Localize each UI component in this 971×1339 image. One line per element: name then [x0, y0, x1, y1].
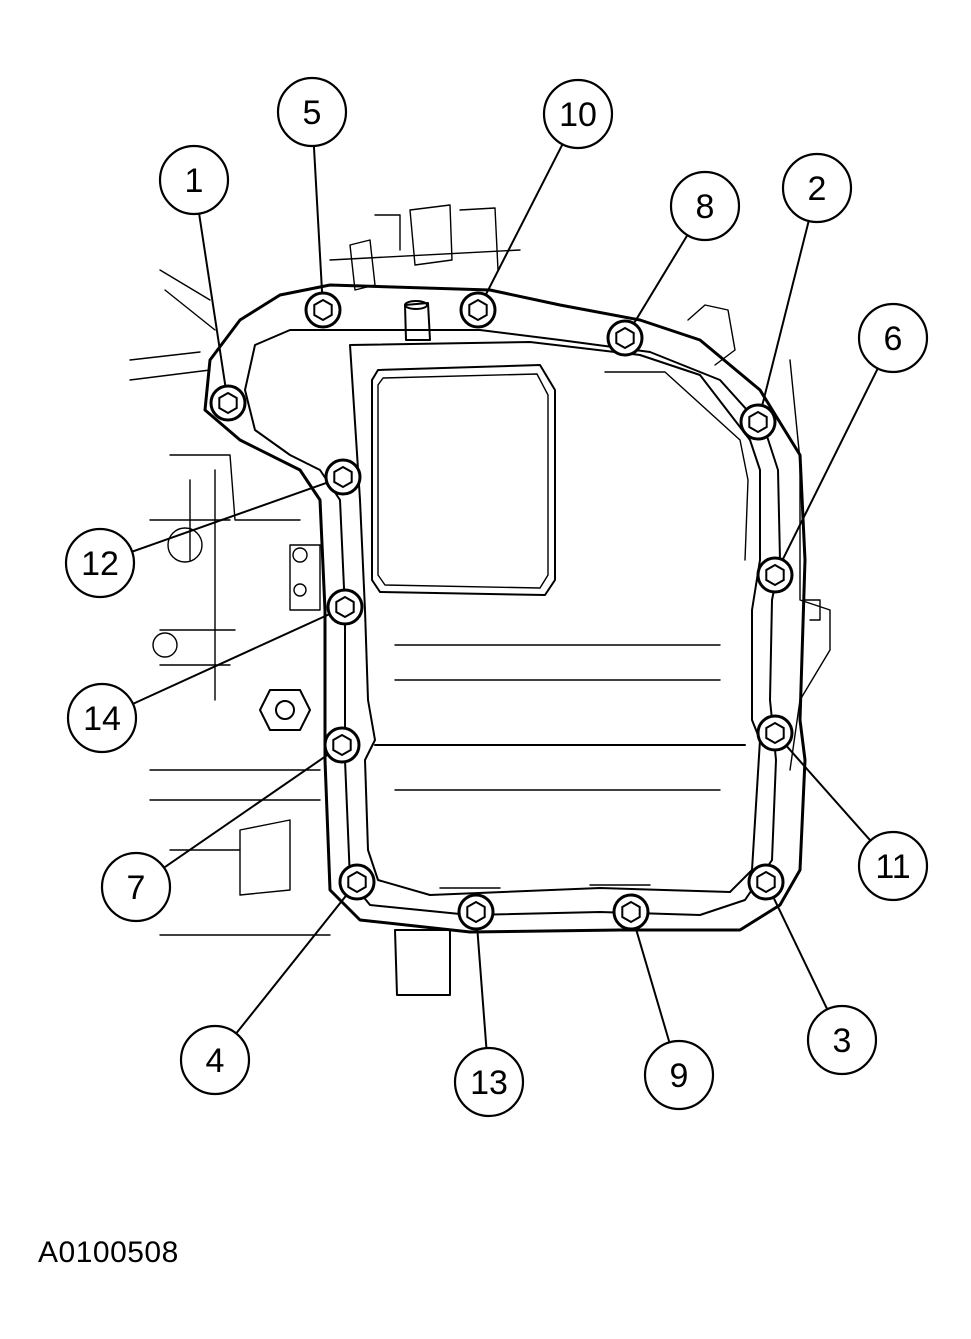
leader-line [772, 896, 829, 1010]
callout-circle [64, 527, 136, 599]
leader-line [132, 613, 330, 705]
callout-circle [158, 144, 230, 216]
bolt-head [324, 458, 362, 496]
callout-circle [669, 170, 741, 242]
callout-2: 2 [781, 152, 853, 224]
callout-number: 5 [303, 94, 322, 132]
oil-pan-flange [203, 283, 807, 934]
callout-7: 7 [100, 851, 172, 923]
leader-line [634, 928, 671, 1043]
leader-line [131, 481, 328, 553]
bolt-head [457, 893, 495, 931]
bolt-head [338, 863, 376, 901]
bolt-head [739, 403, 777, 441]
callout-circle [857, 830, 929, 902]
leader-line [761, 220, 810, 406]
bolt-head [606, 319, 644, 357]
leader-line [198, 213, 227, 387]
callout-circle [643, 1039, 715, 1111]
oil-pan-body [349, 341, 761, 896]
callout-number: 12 [81, 545, 119, 583]
callout-circle [806, 1004, 878, 1076]
leader-line [235, 894, 348, 1035]
callout-circle [857, 302, 929, 374]
callout-circle [100, 851, 172, 923]
leader-line [785, 745, 872, 842]
callout-13: 13 [453, 1046, 525, 1118]
callout-circle [542, 78, 614, 150]
callout-number: 7 [127, 869, 146, 907]
callout-circle [276, 76, 348, 148]
callout-3: 3 [806, 1004, 878, 1076]
callout-circle [453, 1046, 525, 1118]
bolt-head [326, 588, 364, 626]
callout-6: 6 [857, 302, 929, 374]
callout-8: 8 [669, 170, 741, 242]
bolt-head [209, 384, 247, 422]
callout-number: 11 [875, 848, 910, 886]
leader-line [312, 145, 324, 294]
leader-line [781, 367, 879, 561]
callout-circle [66, 682, 138, 754]
leader-line [163, 753, 329, 869]
callout-14: 14 [66, 682, 138, 754]
callout-11: 11 [857, 830, 929, 902]
callout-4: 4 [179, 1024, 251, 1096]
bolt-head [612, 893, 650, 931]
callout-number: 8 [696, 188, 715, 226]
leader-line [632, 234, 689, 325]
callout-number: 4 [206, 1042, 225, 1080]
bolt-head [747, 863, 785, 901]
callout-1: 1 [158, 144, 230, 216]
callout-leader-lines [131, 143, 879, 1049]
callout-number: 6 [884, 320, 903, 358]
callout-number: 1 [185, 162, 204, 200]
background-housing-linework [129, 204, 831, 996]
callout-10: 10 [542, 78, 614, 150]
bolt-head [304, 291, 342, 329]
callout-circle [179, 1024, 251, 1096]
callout-number: 9 [670, 1057, 689, 1095]
leader-line [484, 143, 564, 296]
callout-5: 5 [276, 76, 348, 148]
callout-9: 9 [643, 1039, 715, 1111]
callout-number: 10 [559, 96, 597, 134]
bolt-head [459, 291, 497, 329]
callout-12: 12 [64, 527, 136, 599]
callout-number: 13 [470, 1064, 508, 1102]
bolt-head [756, 556, 794, 594]
figure-id-label: A0100508 [38, 1236, 179, 1269]
bolt-head [756, 714, 794, 752]
callout-circle [781, 152, 853, 224]
callout-number: 14 [83, 700, 121, 738]
callout-number: 2 [808, 170, 827, 208]
leader-line [476, 928, 488, 1049]
bolt-heads [209, 291, 794, 931]
bolt-head [323, 726, 361, 764]
callout-number: 3 [833, 1022, 852, 1060]
